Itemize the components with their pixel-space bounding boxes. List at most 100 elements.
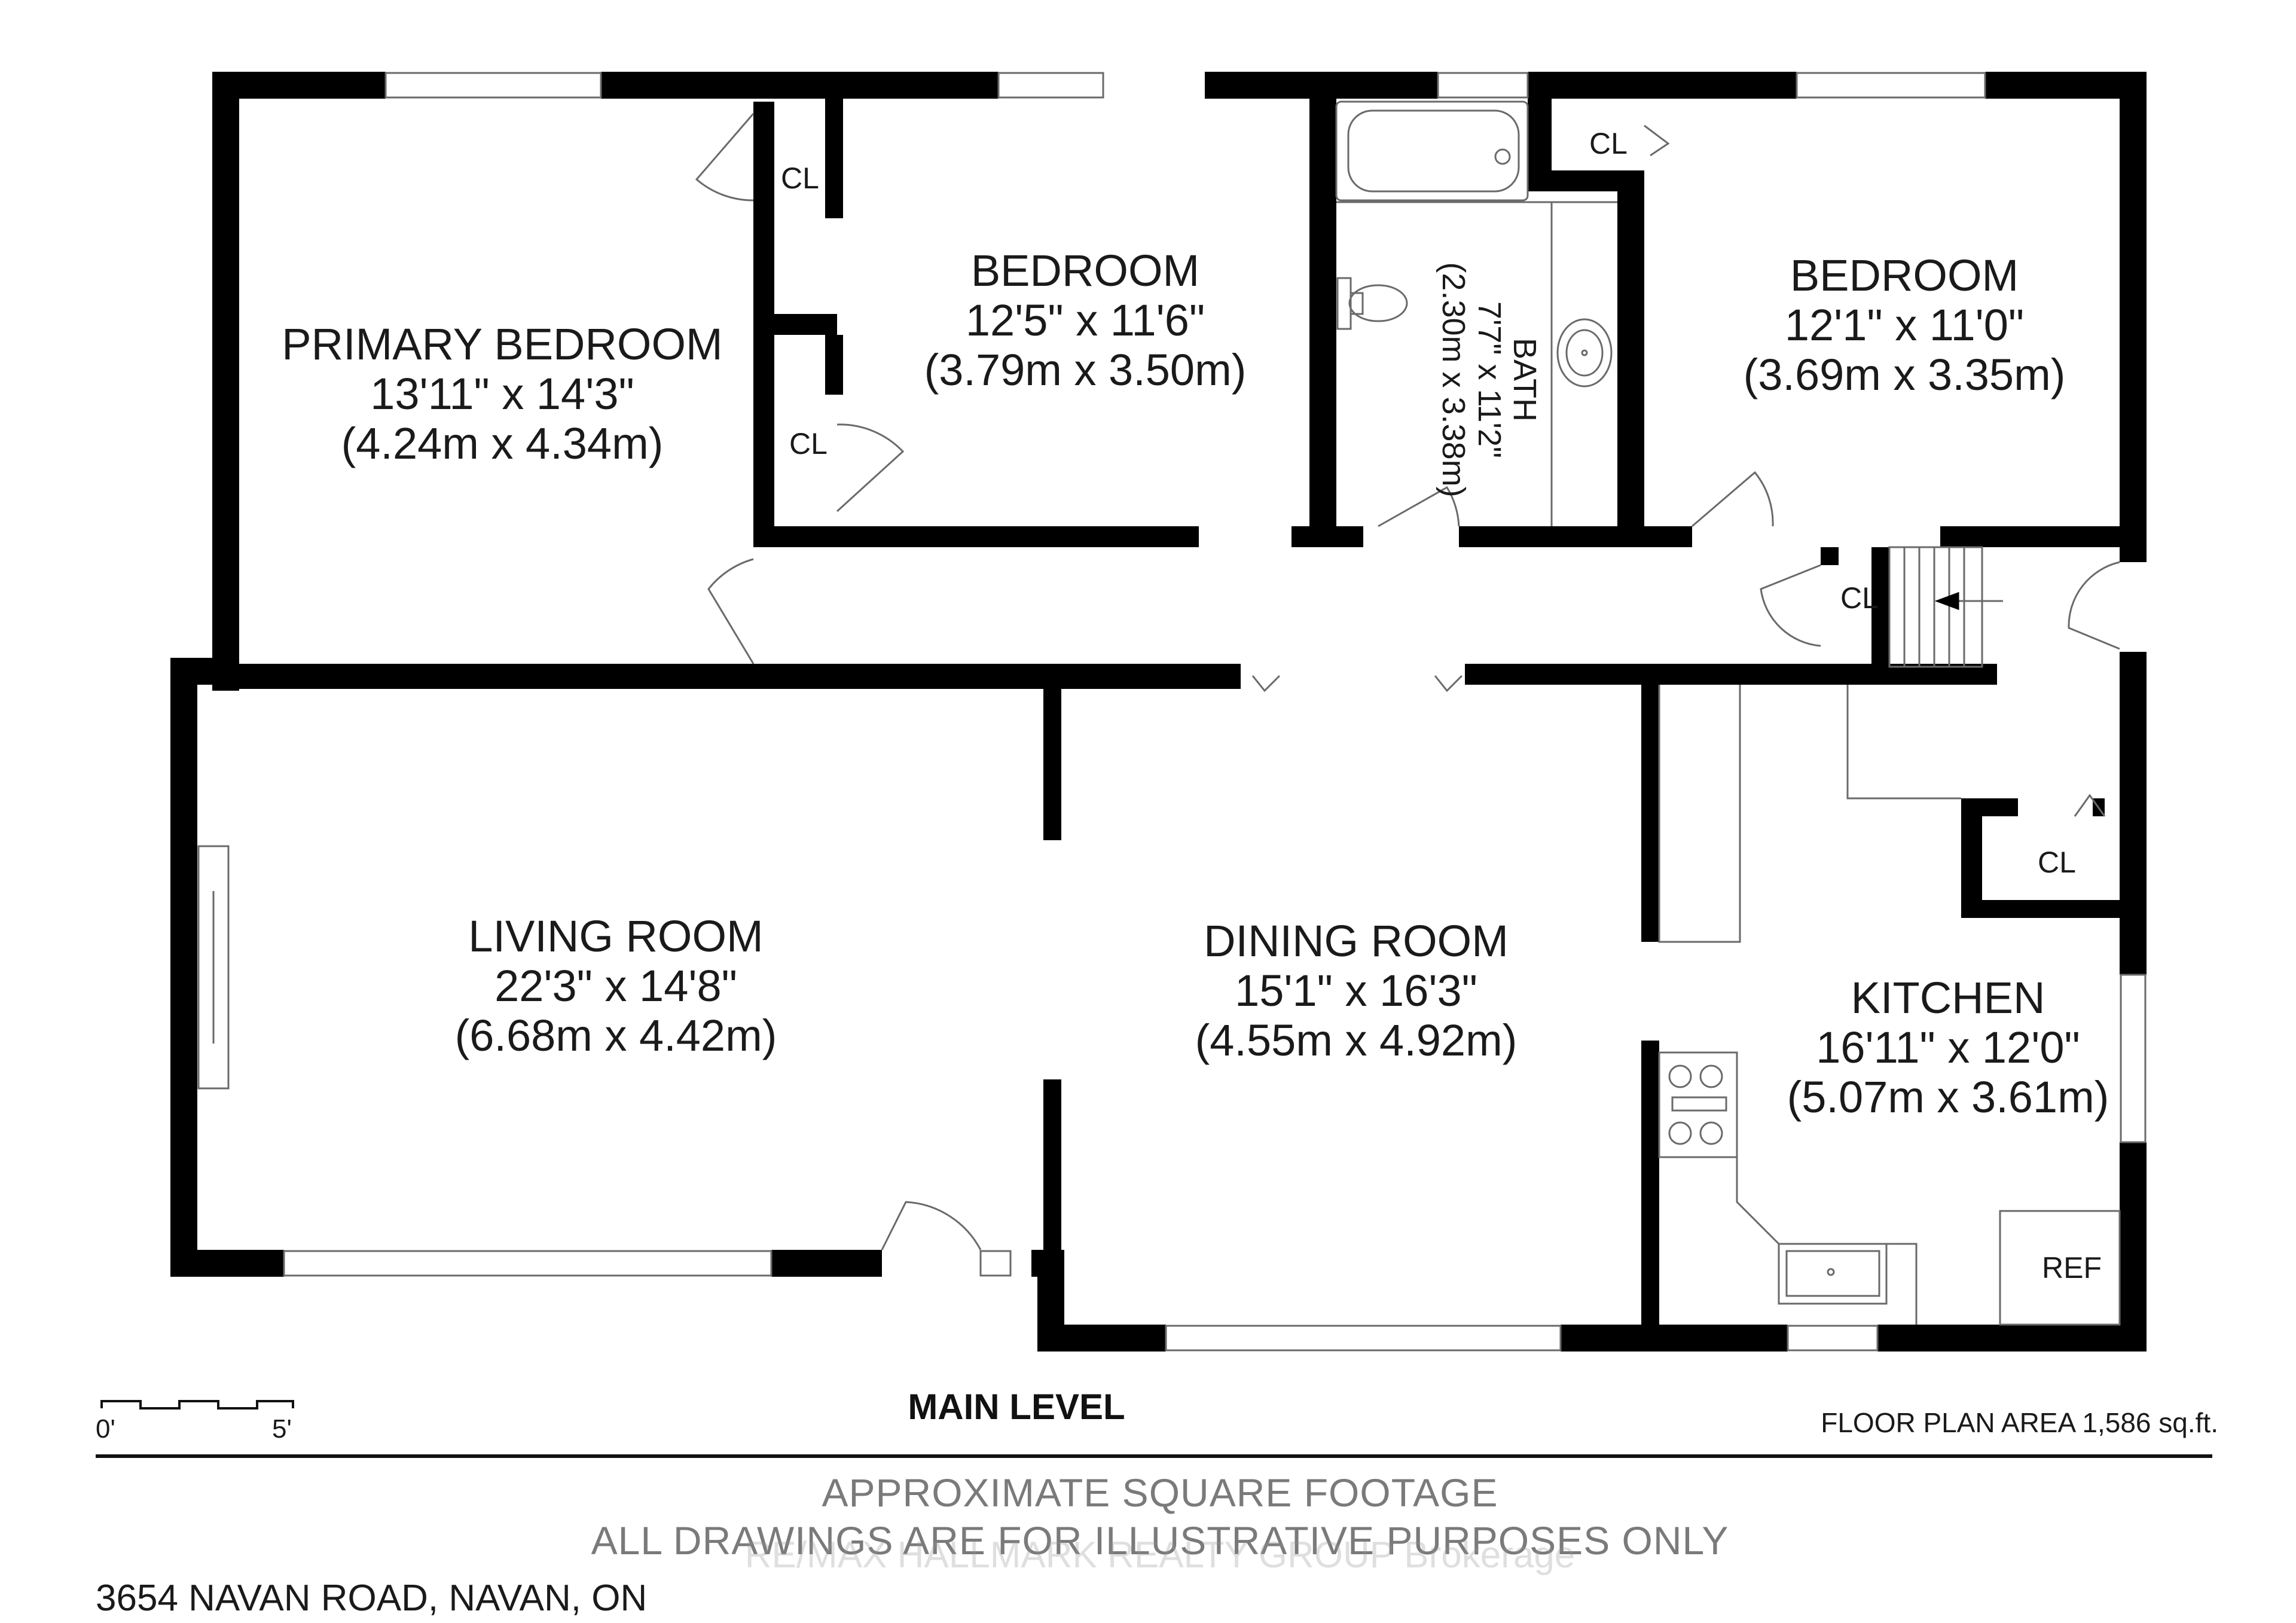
door-primary-closet-top: [695, 113, 755, 202]
wall-kitchen-left-upper: [1641, 685, 1659, 942]
door-front: [881, 1201, 982, 1250]
wall-kitchen-closet-left: [1961, 798, 1982, 918]
windows: [197, 72, 2147, 1352]
closet-label-primary-top: CL: [781, 161, 819, 195]
watermark: RE/MAX HALLMARK REALTY GROUP Brokerage: [744, 1534, 1576, 1576]
disclaimer-line-1: APPROXIMATE SQUARE FOOTAGE: [822, 1471, 1498, 1515]
wall-bottom-kitchen-right: [1877, 1325, 2147, 1352]
wall-kitchen-closet-top: [1961, 798, 2018, 816]
room-name: PRIMARY BEDROOM: [282, 319, 723, 369]
window-bedroom2: [997, 72, 1104, 99]
door-primary-hall: [707, 558, 755, 664]
scale-end-label: 5': [272, 1414, 292, 1444]
door-hall-closet: [1760, 564, 1821, 647]
room-metric: (4.24m x 4.34m): [341, 418, 664, 468]
floor-plan-area: FLOOR PLAN AREA 1,586 sq.ft.: [1821, 1407, 2218, 1438]
window-bedroom3: [1796, 72, 1986, 99]
wall-right-mid: [2120, 652, 2147, 975]
wall-top-mid: [601, 72, 999, 99]
closet-label-primary-bottom: CL: [789, 427, 828, 460]
room-name: DINING ROOM: [1204, 916, 1509, 966]
toilet-bowl: [1348, 284, 1408, 322]
fridge-label: REF: [2042, 1251, 2102, 1285]
bathtub: [1335, 100, 1529, 202]
window-dining: [1165, 1325, 1562, 1352]
wall-bottom-living-left: [170, 1250, 284, 1277]
closet-label-kitchen: CL: [2038, 846, 2076, 879]
room-dims: 12'5" x 11'6": [965, 295, 1205, 345]
wall-bedroom2-bottom: [753, 526, 1199, 547]
wall-bottom-dining-right: [1561, 1325, 1788, 1352]
window-primary: [384, 72, 602, 99]
room-name: KITCHEN: [1851, 973, 2045, 1023]
wall-closet-hall: [1821, 547, 1839, 565]
closet-label-hall: CL: [1840, 581, 1879, 615]
room-metric: (4.55m x 4.92m): [1195, 1015, 1518, 1065]
room-metric: (2.30m x 3.38m): [1436, 262, 1472, 498]
bath-sink: [1556, 318, 1613, 388]
interior-walls: [212, 72, 2147, 1352]
door-bath: [1378, 486, 1460, 527]
level-title: MAIN LEVEL: [908, 1387, 1125, 1427]
room-label-living-room: LIVING ROOM 22'3" x 14'8" (6.68m x 4.42m…: [454, 911, 777, 1061]
room-label-bath: BATH 7'7" x 11'2" (2.30m x 3.38m): [1436, 262, 1543, 498]
wall-living-dining-upper: [1043, 685, 1061, 840]
wall-bath-bottom: [1292, 526, 1363, 547]
wall-bedroom3-bottom: [1617, 526, 1692, 547]
wall-bedroom2-left: [825, 99, 843, 218]
disclaimer-line-2: ALL DRAWINGS ARE FOR ILLUSTRATIVE PURPOS…: [591, 1518, 1729, 1563]
wall-kitchen-closet-bottom: [1961, 900, 2123, 918]
kitchen-counter-bottom: [1659, 1156, 1918, 1325]
room-label-dining-room: DINING ROOM 15'1" x 16'3" (4.55m x 4.92m…: [1195, 916, 1518, 1066]
window-living: [283, 1250, 773, 1277]
door-bath-closet: [1644, 124, 1670, 157]
room-label-kitchen: KITCHEN 16'11" x 12'0" (5.07m x 3.61m): [1787, 973, 2109, 1122]
refrigerator: [1999, 1210, 2121, 1326]
door-kitchen-closet: [2074, 794, 2106, 817]
room-label-bedroom-3: BEDROOM 12'1" x 11'0" (3.69m x 3.35m): [1744, 251, 2066, 400]
door-exterior-side: [2068, 561, 2120, 650]
property-address: 3654 NAVAN ROAD, NAVAN, ON: [96, 1578, 648, 1619]
kitchen-sink: [1778, 1243, 1888, 1305]
exterior-walls: [170, 72, 2147, 1352]
door-primary-closet-bottom: [836, 423, 905, 512]
room-metric: (3.69m x 3.35m): [1743, 349, 2066, 399]
wall-top-right: [1528, 72, 1797, 99]
wall-kitchen-left-lower: [1641, 1041, 1659, 1352]
room-name: BEDROOM: [970, 246, 1200, 295]
wall-bedroom3-bottom-right: [1940, 526, 2147, 547]
wall-bath-closet-bottom: [1552, 170, 1644, 191]
room-metric: (6.68m x 4.42m): [454, 1010, 777, 1060]
wall-bottom-living-right: [771, 1250, 882, 1277]
wall-right-lower: [2120, 1142, 2147, 1352]
scale-bar: [100, 1400, 294, 1410]
closet-label-bath: CL: [1589, 127, 1628, 160]
wall-living-dining-lower: [1043, 1079, 1061, 1277]
room-dims: 12'1" x 11'0": [1784, 300, 2025, 350]
room-name: BATH: [1507, 337, 1543, 422]
room-name: BEDROOM: [1790, 251, 2019, 300]
wall-bath-right: [1617, 191, 1644, 547]
kitchen-counter-left: [1658, 685, 1741, 943]
doors: [695, 113, 2120, 1277]
wall-closet-divider: [753, 314, 837, 335]
scale-start-label: 0': [96, 1414, 115, 1444]
room-label-primary-bedroom: PRIMARY BEDROOM 13'11" x 14'3" (4.24m x …: [282, 319, 723, 469]
room-dims: 13'11" x 14'3": [370, 368, 634, 419]
room-name: LIVING ROOM: [468, 911, 764, 961]
door-hall-arrow-left: [1251, 675, 1281, 692]
room-dims: 15'1" x 16'3": [1235, 965, 1477, 1015]
window-bath: [1437, 72, 1529, 99]
wall-bottom-dining-left: [1037, 1325, 1166, 1352]
wall-bath-closet-left: [1528, 99, 1552, 191]
door-hall-arrow-right: [1434, 675, 1463, 692]
room-dims: 7'7" x 11'2": [1471, 301, 1507, 459]
window-kitchen-right: [2120, 974, 2147, 1143]
wall-bedroom2-right: [1309, 72, 1336, 547]
stairs: [1888, 546, 1983, 668]
separator-line: [96, 1454, 2212, 1458]
room-dims: 16'11" x 12'0": [1816, 1022, 2080, 1072]
fixtures: [1335, 100, 2121, 1326]
wall-bedroom2-left-lower: [825, 335, 843, 395]
